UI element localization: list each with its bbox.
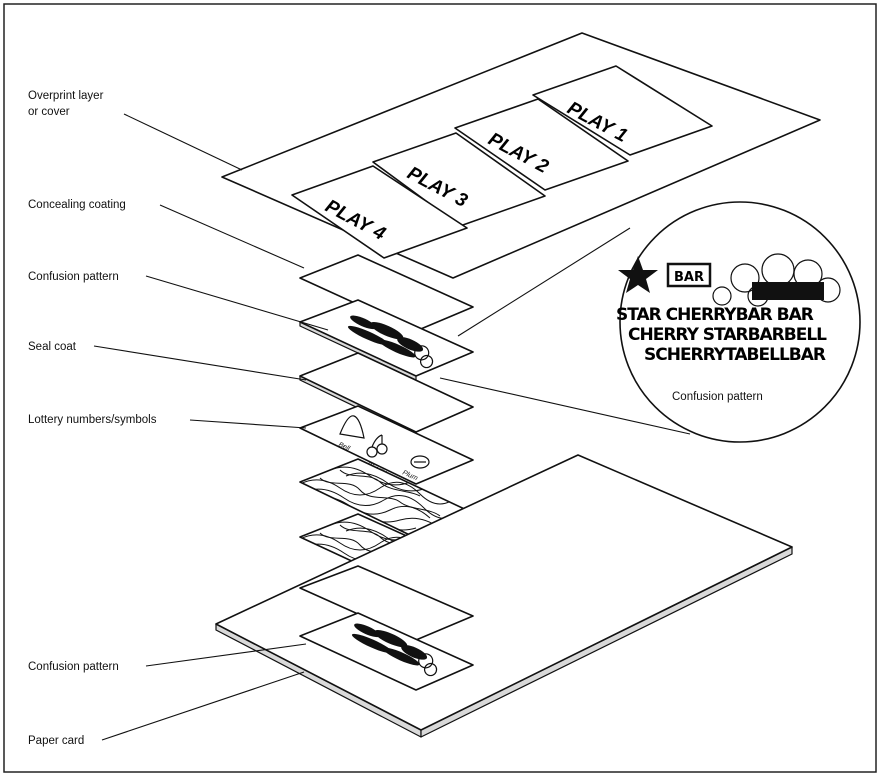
label-overprint-line1: Overprint layer (28, 90, 104, 102)
detail-caption: Confusion pattern (672, 391, 763, 403)
bar-box-text: BAR (674, 270, 704, 285)
leader-confusion-top (145, 275, 329, 331)
leader-concealing (159, 204, 305, 269)
label-paper-card: Paper card (28, 735, 84, 747)
label-lottery-numbers: Lottery numbers/symbols (28, 414, 157, 426)
labels: Overprint layer or cover Concealing coat… (28, 90, 157, 747)
leader-overprint (123, 113, 243, 171)
play-box-2: PLAY 2 (454, 98, 629, 191)
confusion-print-bottom (351, 623, 438, 677)
leader-seal-coat (93, 345, 307, 381)
magnifier-leader-bottom (439, 377, 691, 435)
leader-lines (93, 113, 329, 741)
confusion-pattern-layer-top (299, 299, 474, 381)
confusion-pattern-detail: BAR STAR CHERRYBAR BAR CHERRY STARBARBEL… (439, 201, 861, 443)
bell-outline-cluster (712, 253, 841, 307)
confusion-line-2: CHERRY STARBARBELL (628, 325, 827, 345)
confusion-print-top (347, 315, 434, 369)
label-overprint-line2: or cover (28, 106, 70, 118)
bar-box (666, 262, 712, 288)
paper-card-layer (215, 454, 793, 738)
overprint-layer: PLAY 1 PLAY 2 PLAY 3 PLAY 4 (221, 32, 821, 279)
label-confusion-pattern-bottom: Confusion pattern (28, 661, 119, 673)
leader-paper-card (101, 671, 305, 741)
label-concealing-coating: Concealing coating (28, 199, 126, 211)
confusion-line-3: SCHERRYTABELLBAR (644, 345, 826, 365)
leader-lottery (189, 419, 307, 429)
bell-symbol: Bell (337, 415, 365, 453)
seal-coat-layer (299, 352, 474, 437)
star-icon (618, 256, 658, 293)
magnifier-leader-top (457, 227, 631, 337)
label-seal-coat: Seal coat (28, 341, 77, 353)
label-confusion-pattern-top: Confusion pattern (28, 271, 119, 283)
leader-confusion-bottom (145, 643, 307, 667)
confusion-line-1: STAR CHERRYBAR BAR (616, 305, 814, 325)
bell-symbol-label: Bell (337, 441, 351, 452)
